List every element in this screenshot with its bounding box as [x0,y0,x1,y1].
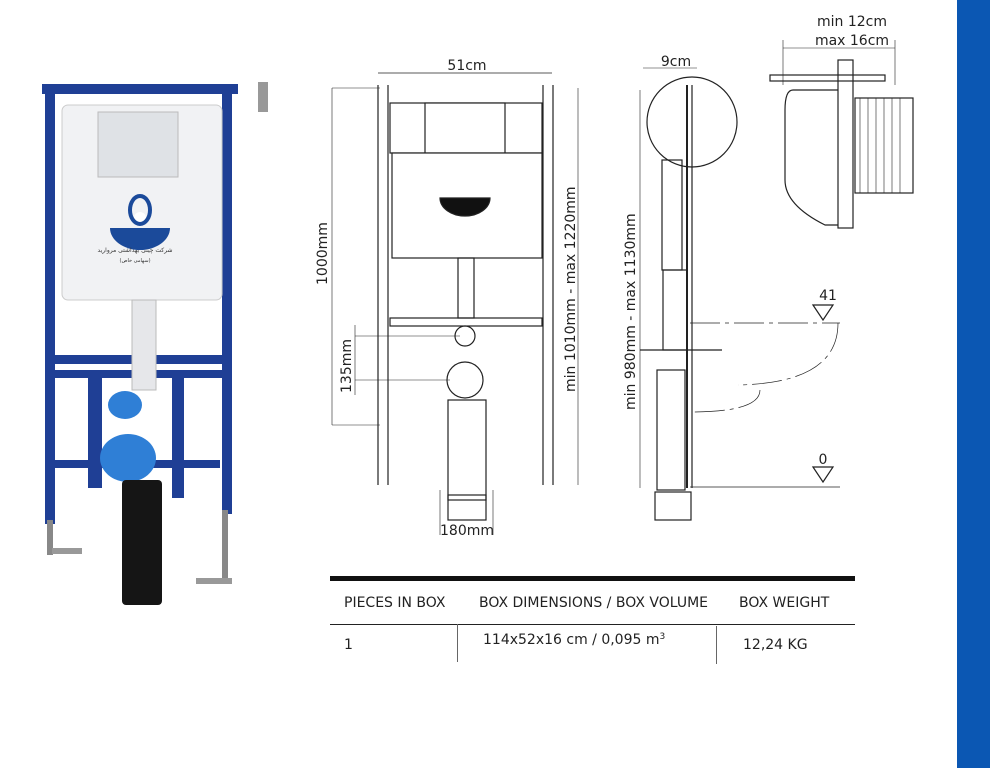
front-outlet-height-label: 135mm [339,339,355,393]
header-pieces: PIECES IN BOX [344,594,446,611]
table-top-rule [330,576,855,581]
cistern-valves [97,111,179,178]
brand-sidebar-bar [957,0,990,768]
front-height-label: 1000mm [315,222,331,285]
level-bottom-label: 0 [819,452,828,468]
logo-company-text: شرکت چینی بهداشتی مروارید [97,247,172,254]
header-weight: BOX WEIGHT [739,594,830,611]
logo-company-subtext: (سهامی خاص) [119,258,150,264]
detail-max-label: max 16cm [815,33,889,49]
front-outlet-width-label: 180mm [440,523,494,539]
table-header-row: PIECES IN BOX BOX DIMENSIONS / BOX VOLUM… [330,581,855,625]
level-marker-bottom-icon [811,466,835,484]
flush-pipe [131,299,157,391]
side-range-label: min 980mm - max 1130mm [623,213,639,410]
header-dimensions: BOX DIMENSIONS / BOX VOLUME [479,594,708,611]
drain-pipe [122,480,162,605]
front-width-label: 51cm [447,58,486,74]
drain-connector [100,434,156,482]
pearl-logo [110,194,170,250]
cell-pieces: 1 [344,637,353,653]
front-view-drawing [331,72,579,535]
cell-weight: 12,24 KG [716,626,855,664]
dimensions-superscript: 3 [659,632,666,642]
detail-min-label: min 12cm [817,14,887,30]
side-view-drawing [639,67,840,521]
dimensions-value: 114x52x16 cm / 0,095 m [483,632,660,648]
detail-view-drawing [769,40,914,229]
level-top-label: 41 [819,288,837,304]
front-range-label: min 1010mm - max 1220mm [563,186,579,392]
side-depth-label: 9cm [661,54,691,70]
packaging-table: PIECES IN BOX BOX DIMENSIONS / BOX VOLUM… [330,576,855,665]
inlet-connector [108,391,142,419]
level-marker-top-icon [811,304,835,322]
